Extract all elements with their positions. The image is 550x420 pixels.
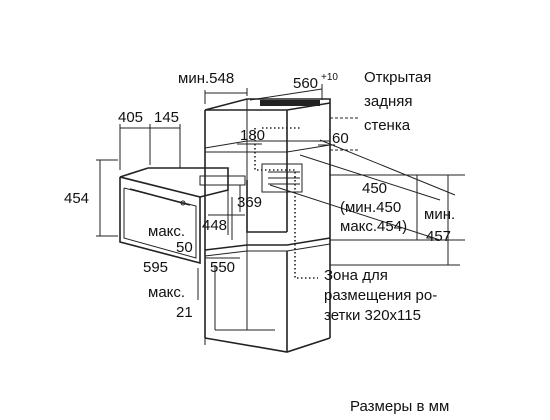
- label-450-min: (мин.450: [340, 199, 401, 216]
- cabinet: [204, 98, 331, 353]
- oven-handle: [129, 188, 191, 206]
- cabinet-top-back: [204, 98, 331, 111]
- upper-shelf-back: [204, 140, 330, 149]
- cabinet-bottom: [204, 337, 331, 353]
- label-min548: мин.548: [178, 70, 234, 87]
- label-450-max: макс.454): [340, 218, 407, 235]
- oven-knob: [180, 200, 186, 206]
- oven-niche: [246, 180, 287, 233]
- oven-top: [119, 167, 229, 198]
- lower-shelf: [204, 237, 331, 251]
- oven-rail: [199, 175, 246, 186]
- note-back-wall-2: задняя: [364, 93, 413, 110]
- perspective-line: [299, 154, 441, 201]
- lower-shelf-edge: [204, 243, 331, 257]
- label-405: 405: [118, 109, 143, 126]
- label-448: 448: [202, 217, 227, 234]
- label-454: 454: [64, 190, 89, 207]
- label-369: 369: [237, 194, 262, 211]
- label-max21-b: 21: [176, 304, 193, 321]
- oven: [119, 167, 246, 265]
- dim-595-line: [119, 241, 201, 264]
- label-595: 595: [143, 259, 168, 276]
- note-units: Размеры в мм: [350, 398, 449, 415]
- note-socket-1: Зона для: [324, 267, 388, 284]
- open-back-strip: [260, 100, 320, 106]
- label-max50-b: 50: [176, 239, 193, 256]
- label-min: мин.: [424, 206, 455, 223]
- dimension-lines: [96, 84, 465, 300]
- label-max50-a: макс.: [148, 223, 185, 240]
- label-60: 60: [332, 130, 349, 147]
- note-socket-2: размещения ро-: [324, 287, 437, 304]
- label-560: 560: [293, 75, 318, 92]
- note-back-wall-3: стенка: [364, 117, 411, 134]
- label-145: 145: [154, 109, 179, 126]
- label-450: 450: [362, 180, 387, 197]
- perspective-lines: [269, 139, 456, 241]
- socket-zone-outline: [254, 128, 318, 279]
- label-457: 457: [426, 228, 451, 245]
- label-max21-a: макс.: [148, 284, 185, 301]
- upper-shelf: [205, 144, 331, 153]
- label-550: 550: [210, 259, 235, 276]
- note-socket-3: зетки 320х115: [324, 307, 421, 324]
- label-180: 180: [240, 127, 265, 144]
- perspective-line: [319, 139, 456, 196]
- perspective-line: [269, 184, 441, 241]
- dim-560-line: [249, 88, 323, 101]
- vent-block: [261, 163, 303, 193]
- label-560-sup: +10: [321, 72, 338, 83]
- note-back-wall-1: Открытая: [364, 69, 431, 86]
